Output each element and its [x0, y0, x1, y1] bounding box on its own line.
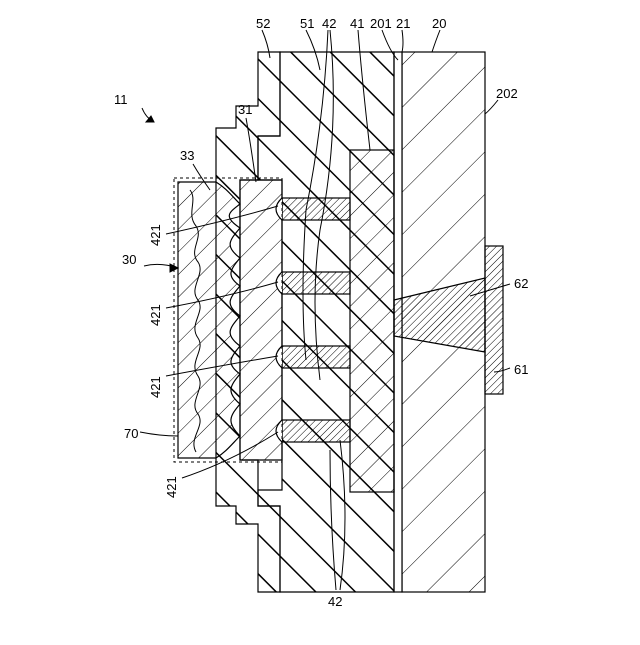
label-421-c: 421 — [148, 376, 163, 398]
label-42-bottom: 42 — [328, 594, 342, 609]
chip-41 — [350, 150, 394, 492]
label-11: 11 — [114, 92, 128, 107]
label-421-b: 421 — [148, 304, 163, 326]
label-70: 70 — [124, 426, 138, 441]
label-421-d: 421 — [164, 476, 179, 498]
label-31: 31 — [238, 102, 252, 117]
layer-31 — [240, 180, 282, 460]
pillar — [282, 420, 350, 442]
pillar — [282, 346, 350, 368]
label-20: 20 — [432, 16, 446, 31]
label-61: 61 — [514, 362, 528, 377]
layer-33 — [178, 182, 240, 458]
label-62: 62 — [514, 276, 528, 291]
label-202: 202 — [496, 86, 518, 101]
label-21: 21 — [396, 16, 410, 31]
label-42-top: 42 — [322, 16, 336, 31]
pillar — [282, 198, 350, 220]
label-421-a: 421 — [148, 224, 163, 246]
label-33: 33 — [180, 148, 194, 163]
label-201: 201 — [370, 16, 392, 31]
label-52: 52 — [256, 16, 270, 31]
label-30: 30 — [122, 252, 136, 267]
label-51: 51 — [300, 16, 314, 31]
label-41: 41 — [350, 16, 364, 31]
